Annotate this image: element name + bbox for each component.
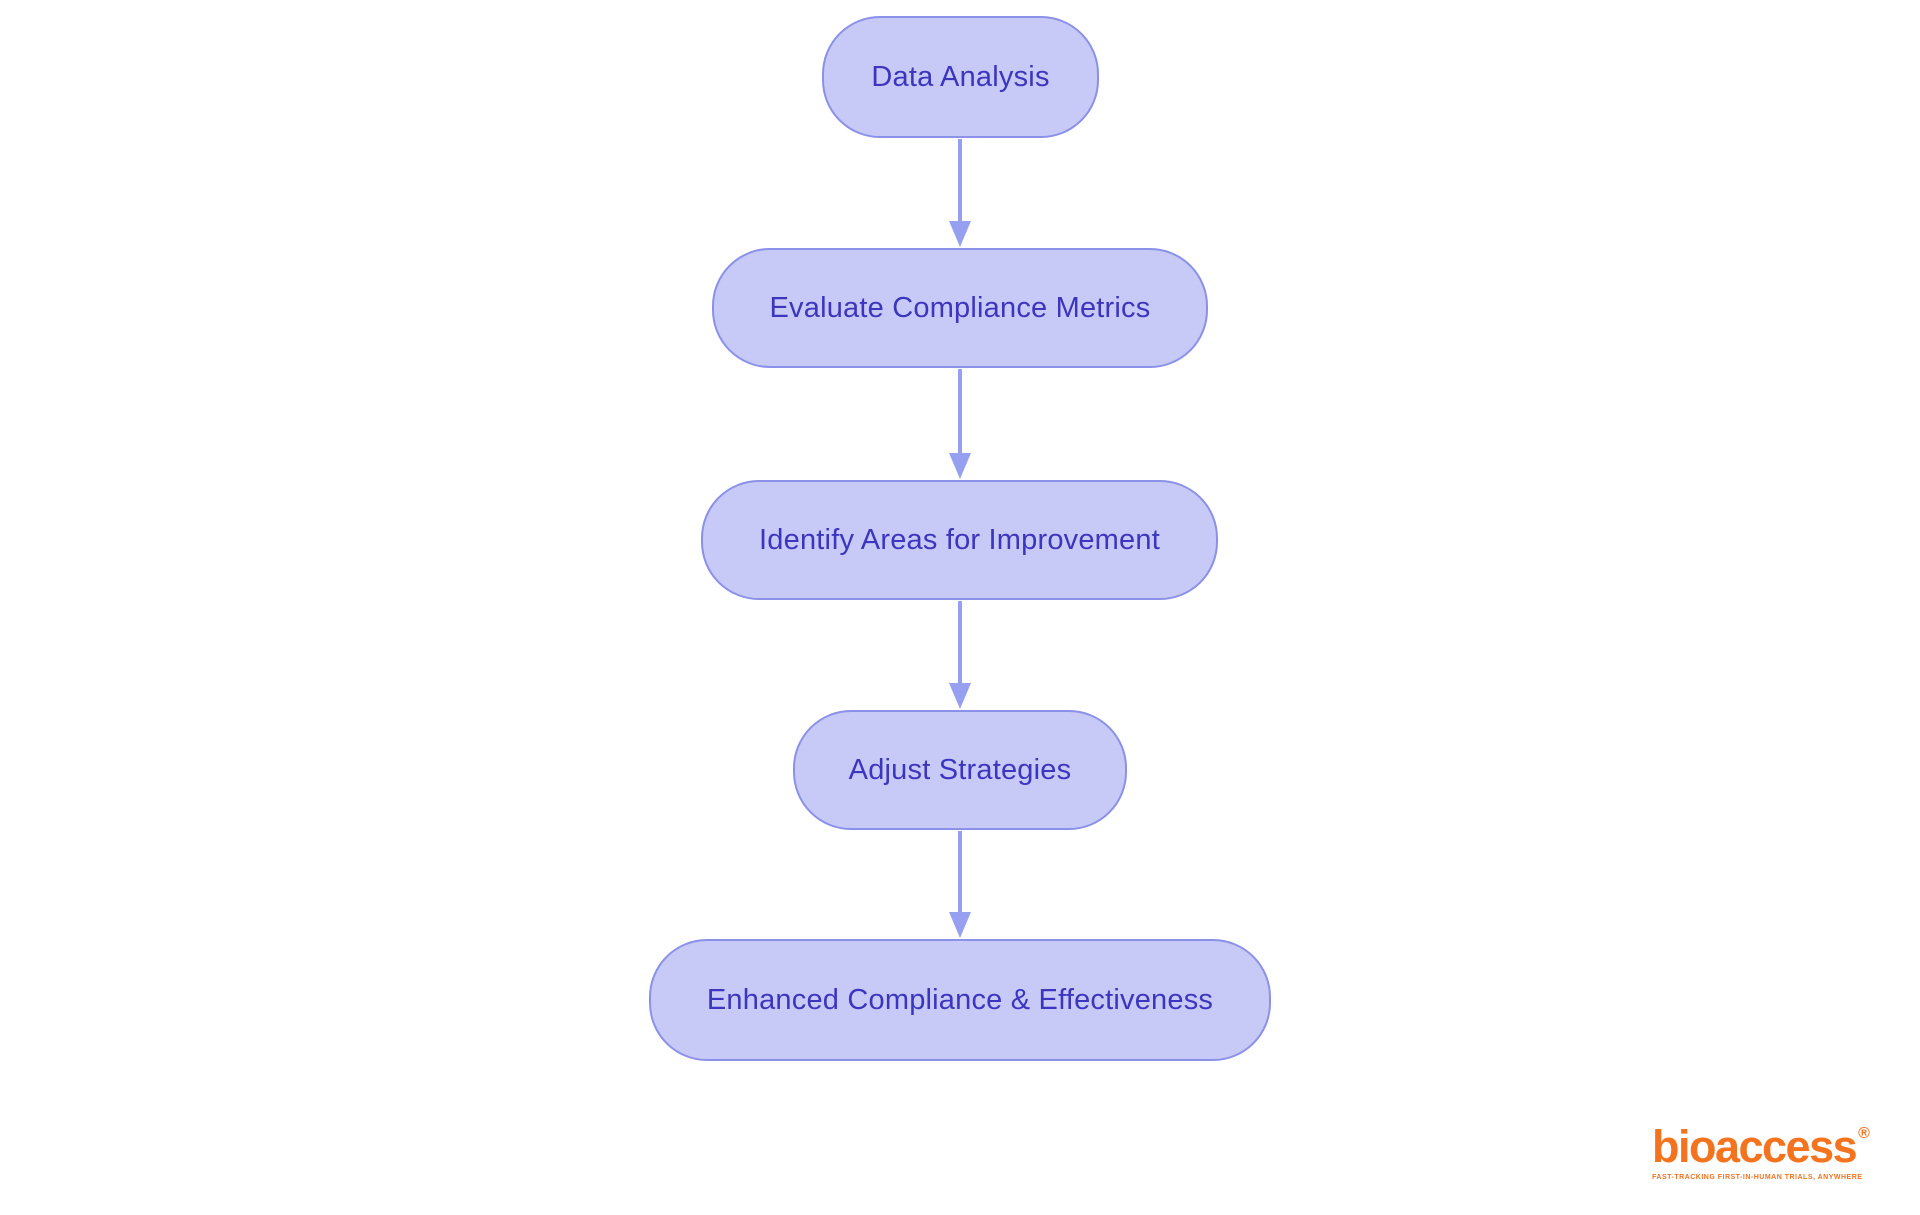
flow-node-label: Enhanced Compliance & Effectiveness: [706, 983, 1214, 1016]
flow-node-label: Adjust Strategies: [848, 753, 1072, 786]
flow-node-data-analysis: Data Analysis: [822, 16, 1099, 138]
arrow-down-icon: [949, 912, 971, 938]
flow-arrow-1: [949, 139, 971, 247]
logo-tagline: FAST-TRACKING FIRST-IN-HUMAN TRIALS, ANY…: [1652, 1174, 1863, 1181]
flow-arrow-4: [949, 831, 971, 938]
flow-node-enhanced-compliance-effectiveness: Enhanced Compliance & Effectiveness: [649, 939, 1271, 1061]
arrow-down-icon: [949, 683, 971, 709]
logo-wordmark: bioaccess: [1652, 1121, 1858, 1172]
registered-trademark-icon: ®: [1858, 1125, 1870, 1142]
bioaccess-logo: bioaccess ® FAST-TRACKING FIRST-IN-HUMAN…: [1652, 1124, 1870, 1181]
arrow-line: [958, 601, 962, 686]
flow-arrow-3: [949, 601, 971, 709]
flow-arrow-2: [949, 369, 971, 479]
flow-node-label: Identify Areas for Improvement: [759, 523, 1160, 556]
flow-node-label: Evaluate Compliance Metrics: [769, 291, 1151, 324]
arrow-line: [958, 139, 962, 224]
flow-node-adjust-strategies: Adjust Strategies: [793, 710, 1127, 830]
flow-node-evaluate-compliance-metrics: Evaluate Compliance Metrics: [712, 248, 1208, 368]
flow-node-label: Data Analysis: [871, 60, 1050, 93]
arrow-line: [958, 831, 962, 915]
arrow-line: [958, 369, 962, 456]
flow-node-identify-areas-for-improvement: Identify Areas for Improvement: [701, 480, 1218, 600]
arrow-down-icon: [949, 453, 971, 479]
logo-wordmark-row: bioaccess ®: [1652, 1124, 1870, 1169]
arrow-down-icon: [949, 221, 971, 247]
